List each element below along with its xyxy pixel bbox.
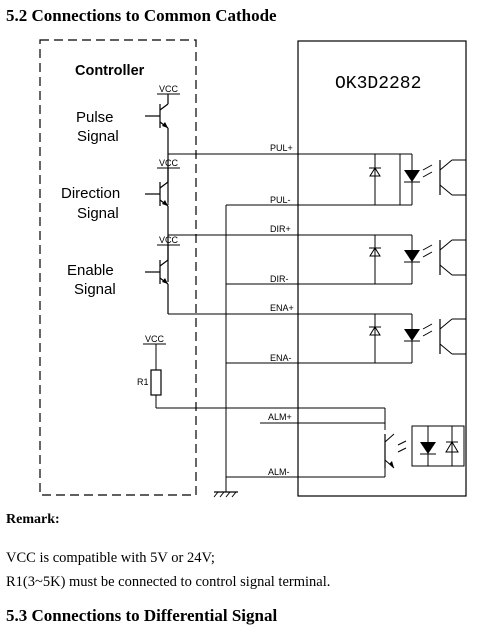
remark-line-1: VCC is compatible with 5V or 24V; <box>6 550 215 566</box>
terminal-alm-minus: ALM- <box>268 467 290 477</box>
pulse-signal-label-2: Signal <box>77 128 119 145</box>
terminal-alm-plus: ALM+ <box>268 412 292 422</box>
section-title: 5.2 Connections to Common Cathode <box>6 6 277 25</box>
terminal-pul-minus: PUL- <box>270 195 291 205</box>
vcc-label-direction: VCC <box>159 158 179 168</box>
direction-signal-label-2: Signal <box>77 205 119 222</box>
controller-boundary <box>39 39 197 496</box>
remark-title: Remark: <box>6 512 60 527</box>
vcc-label-enable: VCC <box>159 235 179 245</box>
enable-transistor <box>145 245 169 314</box>
vcc-label-pulse: VCC <box>159 84 179 94</box>
direction-transistor <box>145 168 169 282</box>
enable-signal-label-2: Signal <box>74 281 116 298</box>
r1-resistor <box>150 369 162 396</box>
r1-label: R1 <box>137 377 149 387</box>
vcc-label-r1: VCC <box>145 334 165 344</box>
ground-symbol <box>213 491 238 498</box>
enable-signal-label-1: Enable <box>67 262 114 279</box>
terminal-dir-minus: DIR- <box>270 274 289 284</box>
pulse-transistor <box>145 94 169 202</box>
optocoupler-enable <box>369 313 466 364</box>
terminal-pul-plus: PUL+ <box>270 143 293 153</box>
controller-label: Controller <box>75 63 145 79</box>
direction-signal-label-1: Direction <box>61 185 120 202</box>
optocoupler-pulse <box>369 153 466 206</box>
optocoupler-direction <box>369 234 466 285</box>
optocoupler-alarm <box>384 408 465 477</box>
driver-model: OK3D2282 <box>335 74 421 94</box>
pulse-signal-label-1: Pulse <box>76 109 114 126</box>
terminal-ena-plus: ENA+ <box>270 303 294 313</box>
terminal-ena-minus: ENA- <box>270 353 292 363</box>
driver-box <box>297 40 467 497</box>
wiring-diagram: Controller OK3D2282 Pulse Signal Directi… <box>39 39 467 498</box>
remark-line-2: R1(3~5K) must be connected to control si… <box>6 574 331 590</box>
next-section-title: 5.3 Connections to Differential Signal <box>6 606 278 625</box>
terminal-dir-plus: DIR+ <box>270 224 291 234</box>
